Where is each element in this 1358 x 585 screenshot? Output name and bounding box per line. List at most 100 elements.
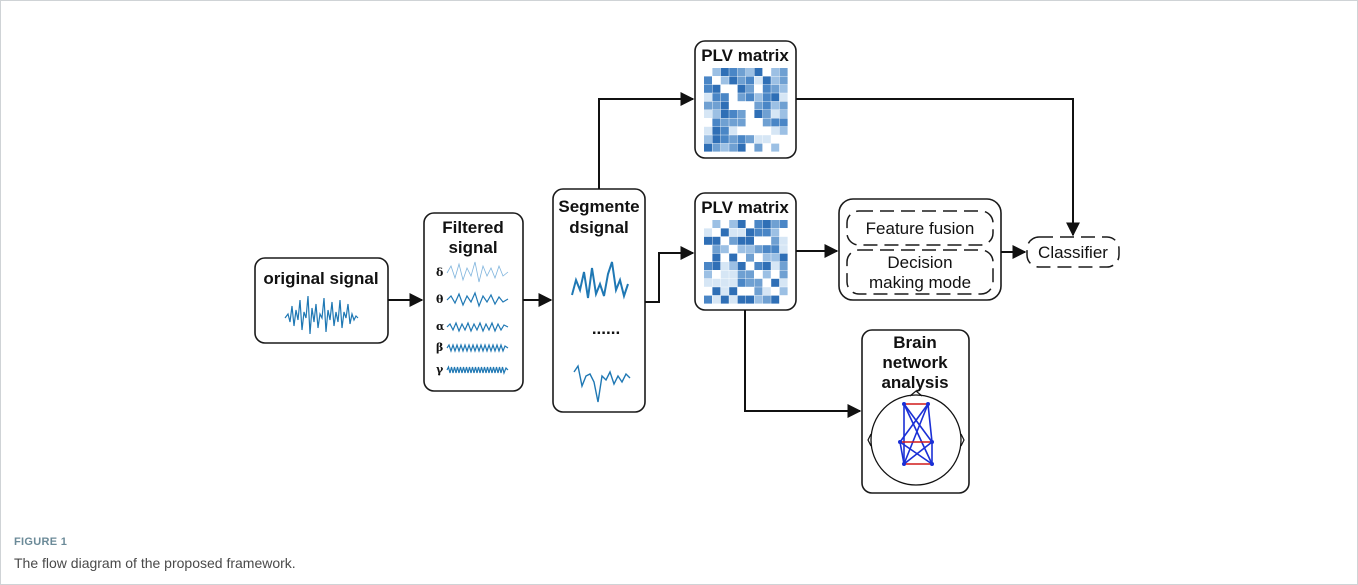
matrix-cell xyxy=(754,93,763,102)
matrix-cell xyxy=(762,101,771,110)
brain-network-node: Brain network analysis xyxy=(861,329,970,494)
matrix-cell xyxy=(754,126,763,135)
matrix-cell xyxy=(771,220,780,228)
band-theta-label: θ xyxy=(436,293,443,306)
matrix-cell xyxy=(771,110,780,118)
segmented-signal-node: Segmente dsignal ...... xyxy=(552,188,646,413)
matrix-cell xyxy=(762,84,771,93)
matrix-cell xyxy=(720,143,729,152)
matrix-cell xyxy=(712,236,721,245)
brain-topography xyxy=(867,390,965,486)
matrix-cell xyxy=(746,270,754,279)
matrix-cell xyxy=(704,68,712,76)
matrix-cell xyxy=(754,287,763,296)
matrix-cell xyxy=(729,126,738,135)
matrix-cell xyxy=(712,93,721,102)
filtered-signal-label-1: Filtered xyxy=(442,218,503,237)
matrix-cell xyxy=(746,236,754,245)
band-gamma-wave xyxy=(446,365,509,375)
figure-label: FIGURE 1 xyxy=(14,536,68,548)
matrix-cell xyxy=(720,68,729,76)
matrix-cell xyxy=(779,228,788,237)
matrix-cell xyxy=(737,135,746,144)
band-beta-wave xyxy=(446,343,509,353)
matrix-cell xyxy=(779,76,788,85)
matrix-cell xyxy=(754,253,763,262)
matrix-cell xyxy=(737,76,746,85)
matrix-cell xyxy=(762,68,771,76)
matrix-cell xyxy=(754,295,763,304)
classifier-node: Classifier xyxy=(1026,236,1120,268)
matrix-cell xyxy=(712,220,721,228)
matrix-cell xyxy=(771,295,780,304)
matrix-cell xyxy=(729,220,738,228)
matrix-cell xyxy=(754,220,763,228)
matrix-cell xyxy=(771,101,780,110)
matrix-cell xyxy=(712,110,721,118)
classifier-label: Classifier xyxy=(1038,243,1108,262)
matrix-cell xyxy=(779,270,788,279)
matrix-cell xyxy=(729,236,738,245)
matrix-cell xyxy=(737,287,746,296)
matrix-cell xyxy=(762,236,771,245)
matrix-cell xyxy=(779,93,788,102)
original-signal-waveform xyxy=(284,295,359,335)
matrix-cell xyxy=(704,220,712,228)
matrix-cell xyxy=(729,84,738,93)
matrix-cell xyxy=(720,135,729,144)
matrix-cell xyxy=(729,118,738,127)
matrix-cell xyxy=(704,262,712,270)
matrix-cell xyxy=(712,68,721,76)
matrix-cell xyxy=(746,68,754,76)
brain-label-2: network xyxy=(882,353,948,372)
matrix-cell xyxy=(737,110,746,118)
matrix-cell xyxy=(771,245,780,254)
matrix-cell xyxy=(704,135,712,144)
band-delta-label: δ xyxy=(436,266,443,279)
matrix-cell xyxy=(771,76,780,85)
matrix-cell xyxy=(720,262,729,270)
matrix-cell xyxy=(779,118,788,127)
matrix-cell xyxy=(746,84,754,93)
matrix-cell xyxy=(746,135,754,144)
matrix-cell xyxy=(737,253,746,262)
matrix-cell xyxy=(762,76,771,85)
matrix-cell xyxy=(779,295,788,304)
matrix-cell xyxy=(729,143,738,152)
network-red-edges xyxy=(900,403,932,465)
matrix-cell xyxy=(746,93,754,102)
matrix-cell xyxy=(729,68,738,76)
matrix-cell xyxy=(762,220,771,228)
matrix-cell xyxy=(704,143,712,152)
segment-waveform-1 xyxy=(571,261,629,300)
matrix-cell xyxy=(720,110,729,118)
matrix-cell xyxy=(762,228,771,237)
matrix-cell xyxy=(746,101,754,110)
matrix-cell xyxy=(779,143,788,152)
decision-label-2: making mode xyxy=(869,273,971,292)
matrix-cell xyxy=(779,84,788,93)
matrix-cell xyxy=(771,236,780,245)
matrix-cell xyxy=(746,287,754,296)
matrix-cell xyxy=(762,270,771,279)
matrix-cell xyxy=(746,295,754,304)
matrix-cell xyxy=(712,228,721,237)
matrix-cell xyxy=(729,245,738,254)
flow-diagram: original signal Filtered signal δ θ α β … xyxy=(254,40,1120,494)
matrix-cell xyxy=(704,110,712,118)
matrix-cell xyxy=(779,68,788,76)
matrix-cell xyxy=(737,278,746,287)
arrow-plv-to-brain-network xyxy=(744,310,862,418)
matrix-cell xyxy=(704,93,712,102)
plv-matrix-mid-label: PLV matrix xyxy=(701,198,789,217)
matrix-cell xyxy=(779,126,788,135)
arrow-segmented-to-plv-mid xyxy=(645,246,695,303)
matrix-cell xyxy=(729,76,738,85)
brain-label-1: Brain xyxy=(893,333,936,352)
matrix-cell xyxy=(762,245,771,254)
matrix-cell xyxy=(771,93,780,102)
band-alpha-label: α xyxy=(436,320,445,333)
original-signal-node: original signal xyxy=(254,257,389,344)
plv-matrix-top-node: PLV matrix xyxy=(694,40,797,159)
filtered-signal-node: Filtered signal δ θ α β γ xyxy=(423,212,524,392)
